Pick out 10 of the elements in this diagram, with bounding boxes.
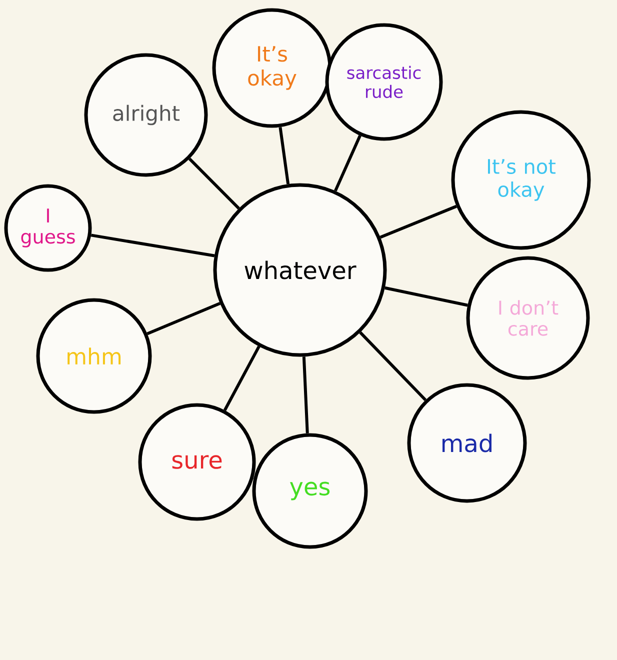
connector-line [278, 126, 290, 184]
connector-line [188, 158, 240, 210]
connector-line [90, 234, 215, 258]
connector-line [223, 346, 260, 411]
connector-line [146, 302, 221, 336]
connector-line [380, 204, 457, 239]
connector-line [302, 356, 309, 434]
connector-line [384, 286, 468, 307]
connector-line [359, 331, 427, 402]
connector-line [334, 135, 362, 192]
